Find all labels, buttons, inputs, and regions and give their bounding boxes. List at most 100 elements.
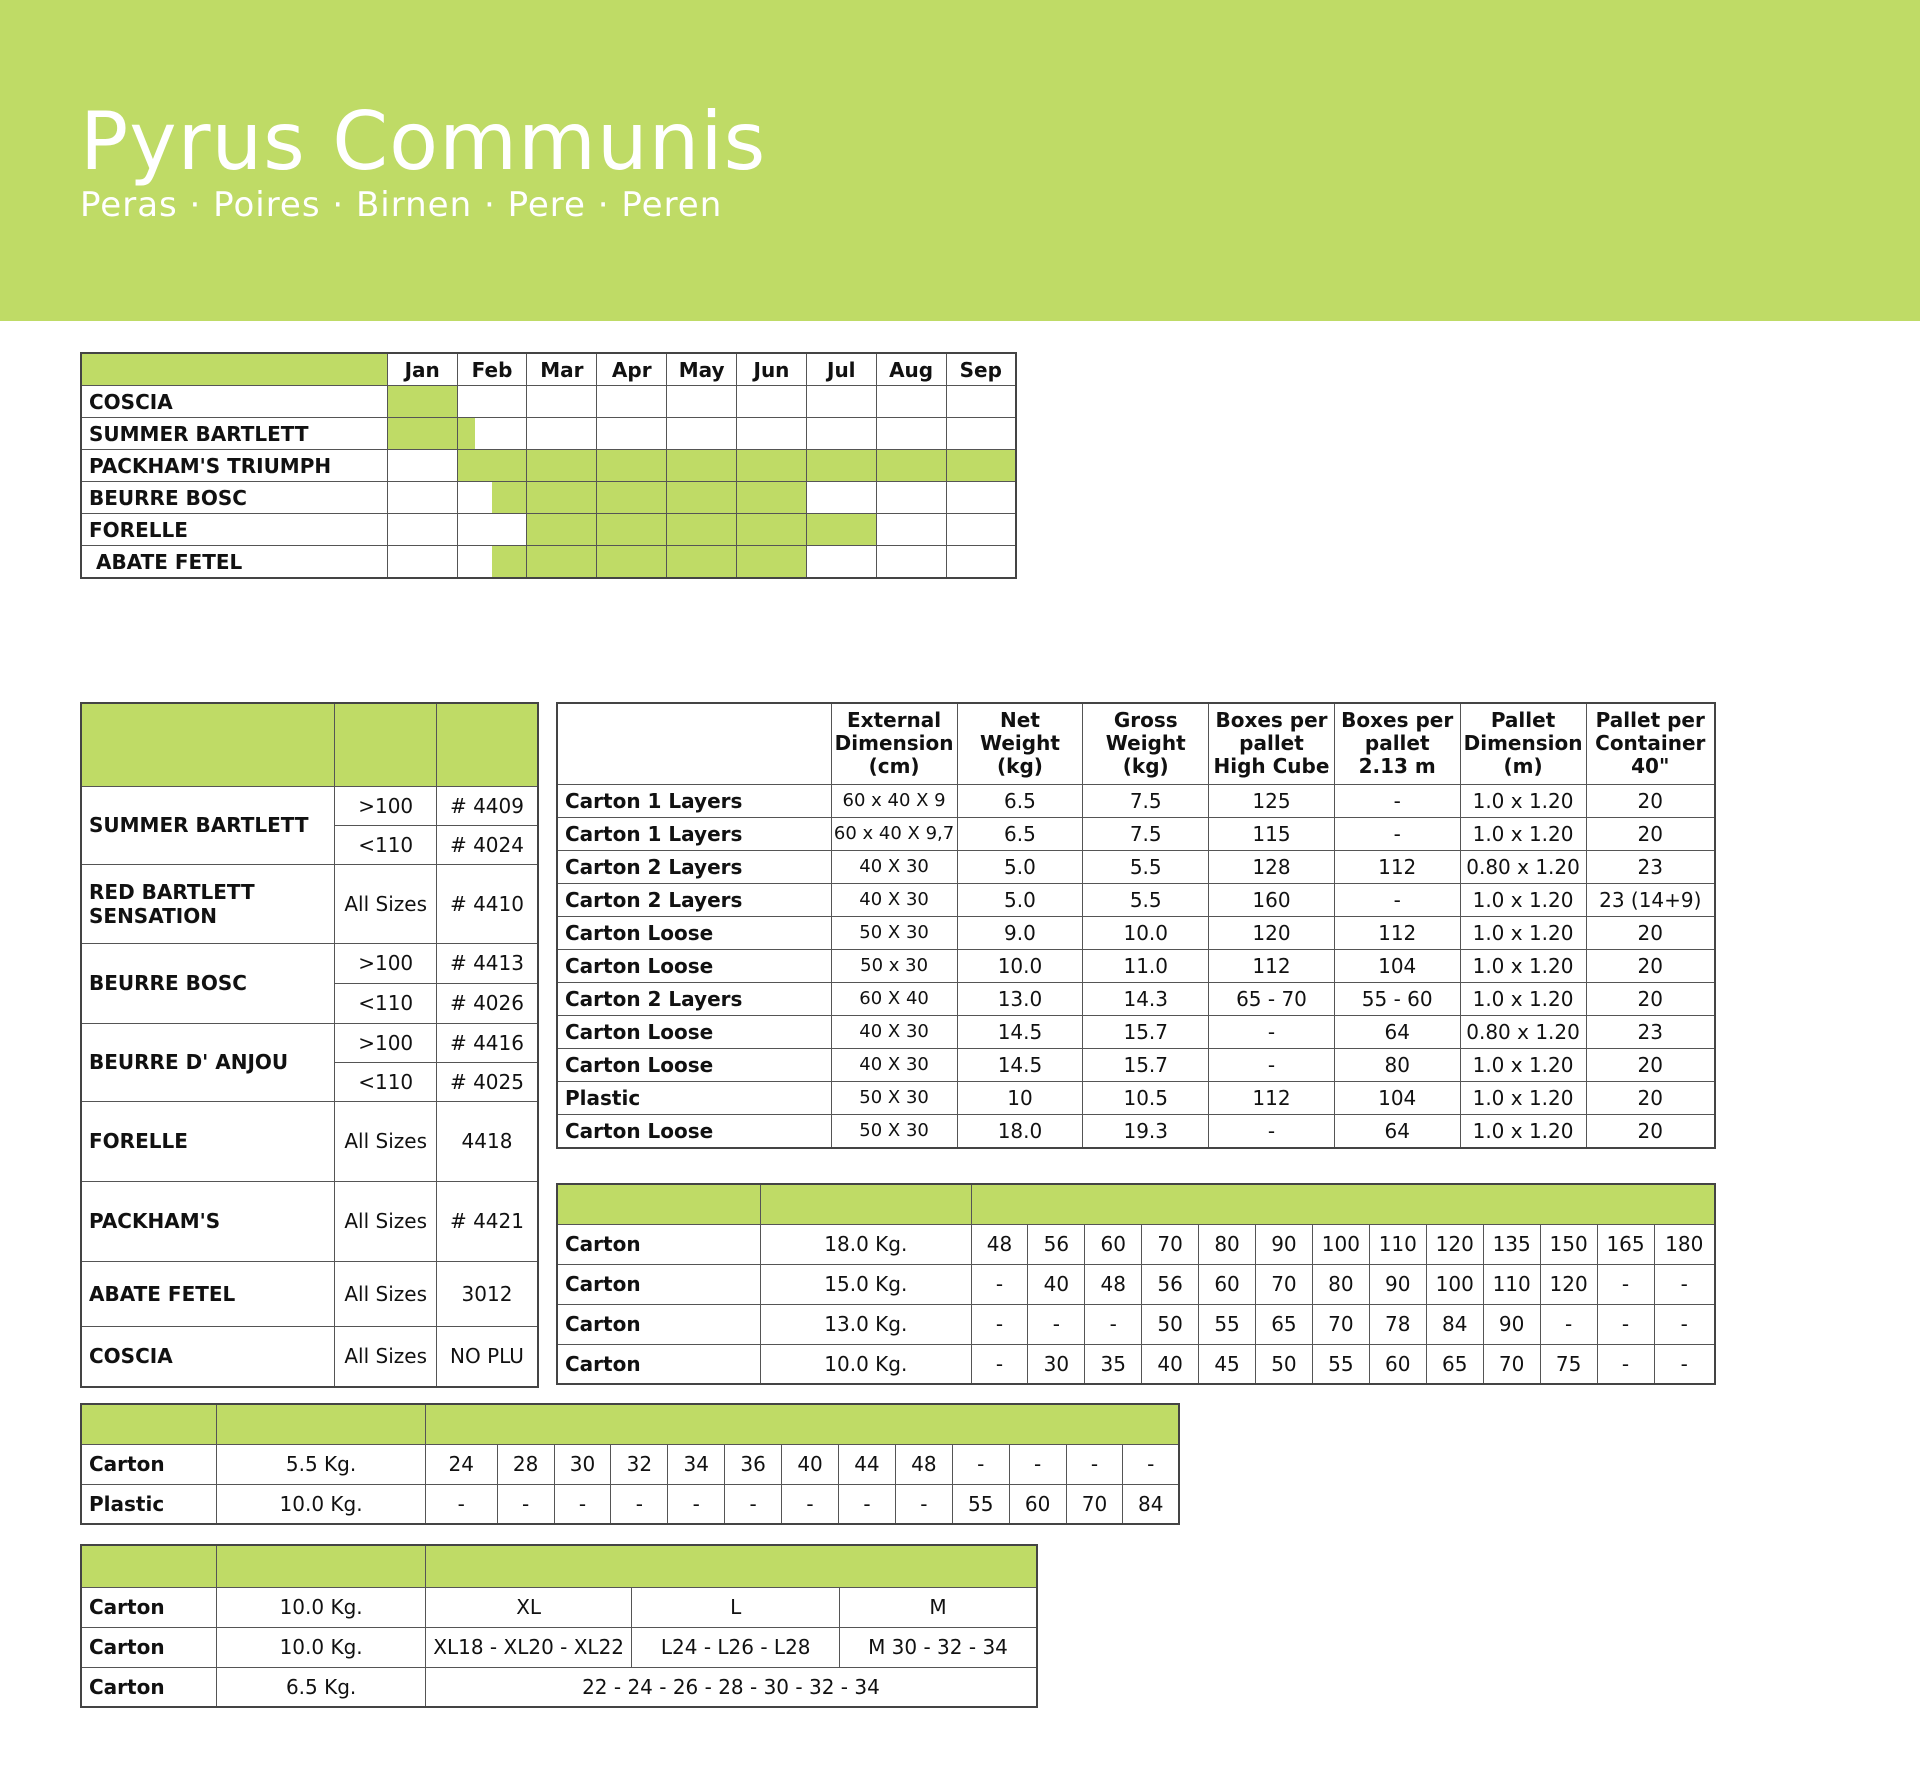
- count-cell: 120: [1539, 1263, 1598, 1305]
- season-cell-on: [736, 449, 807, 482]
- spec-pack-type: Carton Loose: [556, 1113, 832, 1148]
- count-cell: 60: [1008, 1483, 1067, 1525]
- season-cell: [805, 481, 877, 514]
- count-cell: 110: [1368, 1223, 1427, 1265]
- count-cell: 48: [894, 1443, 953, 1485]
- plu-header-row: [80, 702, 539, 787]
- count-cell: 90: [1482, 1303, 1541, 1345]
- season-cell-on: [596, 481, 668, 514]
- season-cell-on: [875, 449, 947, 482]
- plu-code: # 4410: [435, 863, 539, 944]
- pack-weight: 10.0 Kg.: [760, 1343, 972, 1385]
- spec-boxes-213m: 80: [1333, 1047, 1461, 1082]
- season-cell: [596, 417, 668, 450]
- spec-pack-type: Carton Loose: [556, 948, 832, 983]
- header-line: Pallet: [1490, 708, 1556, 733]
- season-cell-on: [526, 545, 598, 579]
- plu-size: <110: [334, 982, 437, 1024]
- plu-row: FORELLE All Sizes 4418: [80, 1100, 539, 1182]
- counts3-row: Carton 6.5 Kg. 22 - 24 - 26 - 28 - 30 - …: [80, 1666, 1038, 1708]
- spec-pallet-container: 23: [1585, 849, 1716, 884]
- count-cell: 70: [1311, 1303, 1370, 1345]
- spec-pallet-dimension: 1.0 x 1.20: [1459, 915, 1587, 950]
- season-row: FORELLE: [80, 513, 1017, 546]
- spec-boxes-213m: 55 - 60: [1333, 981, 1461, 1016]
- spec-pallet-dimension: 1.0 x 1.20: [1459, 783, 1587, 818]
- spec-external-dimension: 50 X 30: [830, 1113, 958, 1148]
- season-cell-partial: [456, 417, 528, 450]
- count-cell: 45: [1198, 1343, 1256, 1385]
- plu-row: COSCIA All Sizes NO PLU: [80, 1325, 539, 1388]
- spec-external-dimension: 40 X 30: [830, 849, 958, 884]
- count-cell: 36: [724, 1443, 783, 1485]
- count-cell: 48: [1084, 1263, 1143, 1305]
- count-cell: 65: [1254, 1303, 1313, 1345]
- season-cell-on: [666, 545, 738, 579]
- spec-pack-type: Plastic: [556, 1080, 832, 1115]
- season-cell: [945, 385, 1017, 418]
- season-cell-on: [736, 481, 807, 514]
- count-cell: 110: [1482, 1263, 1541, 1305]
- month-header: Jan: [386, 352, 458, 386]
- count-cell: 150: [1539, 1223, 1598, 1265]
- spec-boxes-high-cube: -: [1208, 1113, 1335, 1148]
- spec-net-weight: 14.5: [956, 1047, 1084, 1082]
- counts-header-blank: [424, 1403, 1180, 1445]
- season-variety: COSCIA: [80, 385, 388, 418]
- count-cell: 70: [1254, 1263, 1313, 1305]
- spec-pack-type: Carton Loose: [556, 915, 832, 950]
- season-cell: [945, 513, 1017, 546]
- spec-net-weight: 18.0: [956, 1113, 1084, 1148]
- spec-boxes-high-cube: -: [1208, 1047, 1335, 1082]
- count-cell: 50: [1254, 1343, 1313, 1385]
- plu-variety: ABATE FETEL: [80, 1260, 336, 1327]
- pack-weight: 10.0 Kg.: [216, 1586, 426, 1628]
- spec-boxes-213m: -: [1333, 783, 1461, 818]
- spec-boxes-213m: 112: [1333, 849, 1461, 884]
- season-variety: BEURRE BOSC: [80, 481, 388, 514]
- header-line: External: [847, 708, 942, 733]
- spec-external-dimension: 60 x 40 X 9,7: [830, 816, 958, 851]
- pack-type: Carton: [556, 1303, 762, 1345]
- season-cell-on: [386, 417, 458, 450]
- spec-external-dimension: 50 X 30: [830, 1080, 958, 1115]
- season-row: PACKHAM'S TRIUMPH: [80, 449, 1017, 482]
- spec-boxes-high-cube: 160: [1208, 882, 1335, 917]
- header-line: (m): [1503, 754, 1543, 779]
- season-cell: [945, 545, 1017, 579]
- season-cell-partial: [456, 545, 528, 579]
- spec-net-weight: 9.0: [956, 915, 1084, 950]
- header-line: High Cube: [1213, 754, 1330, 779]
- grade-xl: XL: [424, 1586, 633, 1628]
- season-cell: [805, 417, 877, 450]
- count-cell: 70: [1141, 1223, 1200, 1265]
- count-cell: 32: [610, 1443, 669, 1485]
- season-cell-on: [596, 545, 668, 579]
- count-cell: -: [610, 1483, 669, 1525]
- spec-boxes-high-cube: 128: [1208, 849, 1335, 884]
- spec-net-weight: 10: [956, 1080, 1084, 1115]
- spec-pallet-container: 20: [1585, 915, 1716, 950]
- spec-net-weight: 6.5: [956, 783, 1084, 818]
- season-cell-on: [526, 481, 598, 514]
- pack-type: Plastic: [80, 1483, 218, 1525]
- counts3-header-row: [80, 1544, 1038, 1588]
- spec-external-dimension: 50 x 30: [830, 948, 958, 983]
- plu-variety: FORELLE: [80, 1100, 336, 1182]
- plu-row: BEURRE D' ANJOU >100 # 4416: [80, 1022, 539, 1102]
- count-cell: -: [1027, 1303, 1086, 1345]
- count-cell: -: [837, 1483, 896, 1525]
- month-header: Jun: [736, 352, 807, 386]
- count-cell: 48: [970, 1223, 1029, 1265]
- count-cell: 40: [1141, 1343, 1200, 1385]
- plu-code: # 4421: [435, 1180, 539, 1262]
- spec-boxes-213m: 64: [1333, 1113, 1461, 1148]
